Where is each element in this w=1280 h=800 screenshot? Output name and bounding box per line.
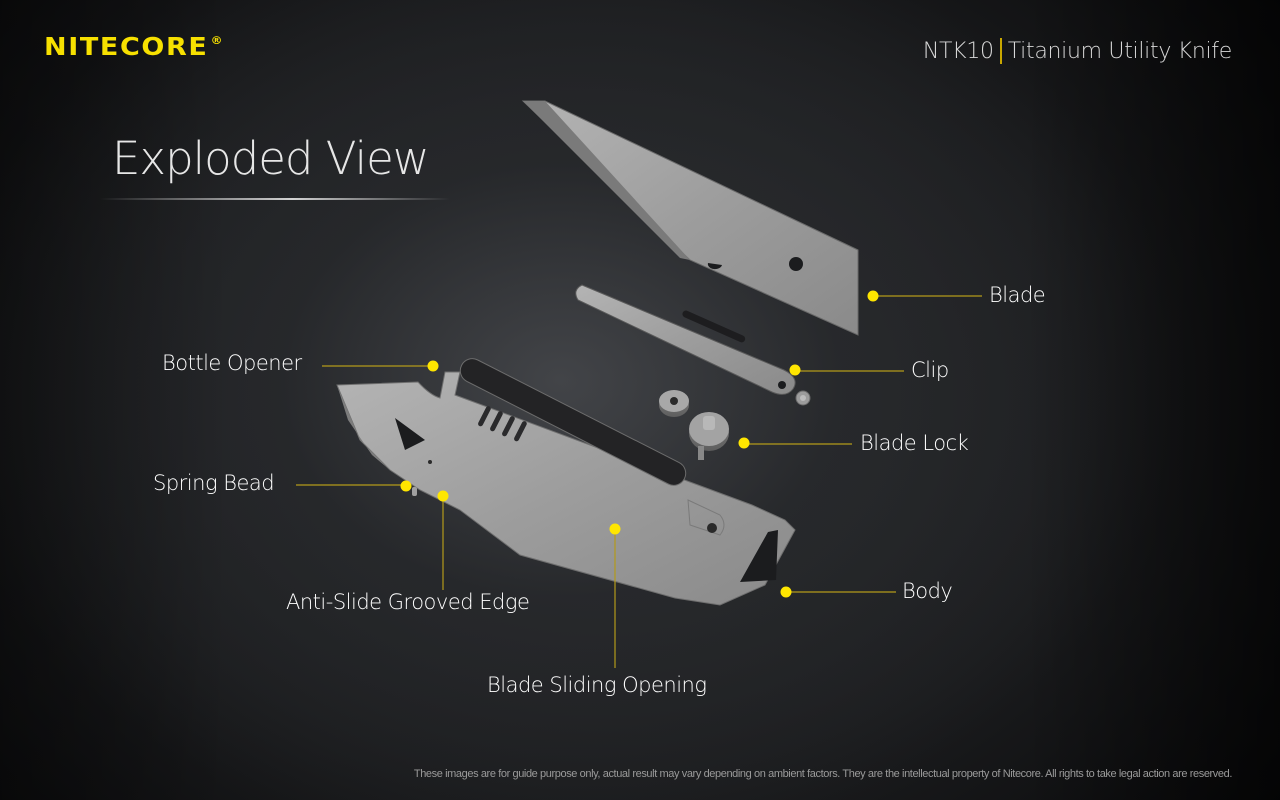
clip-callout-dot xyxy=(789,364,801,376)
brand-name: NITECORE xyxy=(44,32,209,61)
title-underline xyxy=(100,198,450,200)
callout-label-blade-lock: Blade Lock xyxy=(860,431,969,455)
section-title: Exploded View xyxy=(112,132,430,185)
callout-label-blade-sliding-opening: Blade Sliding Opening xyxy=(487,673,707,697)
callout-label-bottle-opener: Bottle Opener xyxy=(162,351,302,375)
body-callout-dot xyxy=(780,586,792,598)
blade-callout-dot xyxy=(867,290,879,302)
callout-lines xyxy=(296,295,982,668)
clip-part xyxy=(575,284,796,395)
blade-lock-callout-dot xyxy=(738,437,750,449)
registered-mark: ® xyxy=(210,34,225,47)
callout-label-body: Body xyxy=(902,579,953,603)
callout-label-blade: Blade xyxy=(989,283,1046,307)
product-name: Titanium Utility Knife xyxy=(1007,38,1233,64)
screw-part xyxy=(795,390,811,406)
blade-part xyxy=(521,100,859,336)
spring-bead-callout-dot xyxy=(400,480,412,492)
product-heading: NTK10 Titanium Utility Knife xyxy=(923,38,1232,64)
body-part xyxy=(336,358,796,606)
heading-separator xyxy=(999,38,1002,64)
nitecore-logo: NITECORE® xyxy=(44,32,224,61)
callout-label-clip: Clip xyxy=(911,358,949,382)
model-name: NTK10 xyxy=(922,38,994,64)
bottle-opener-callout-dot xyxy=(427,360,439,372)
blade-sliding-opening-callout-dot xyxy=(609,523,621,535)
anti-slide-callout-dot xyxy=(437,490,449,502)
callout-label-anti-slide-grooved-edge: Anti-Slide Grooved Edge xyxy=(286,590,530,614)
blade-lock-part xyxy=(659,390,729,460)
spring-bead-part xyxy=(412,487,417,496)
disclaimer-text: These images are for guide purpose only,… xyxy=(413,768,1233,780)
callout-dots xyxy=(400,290,879,598)
callout-label-spring-bead: Spring Bead xyxy=(153,471,275,495)
